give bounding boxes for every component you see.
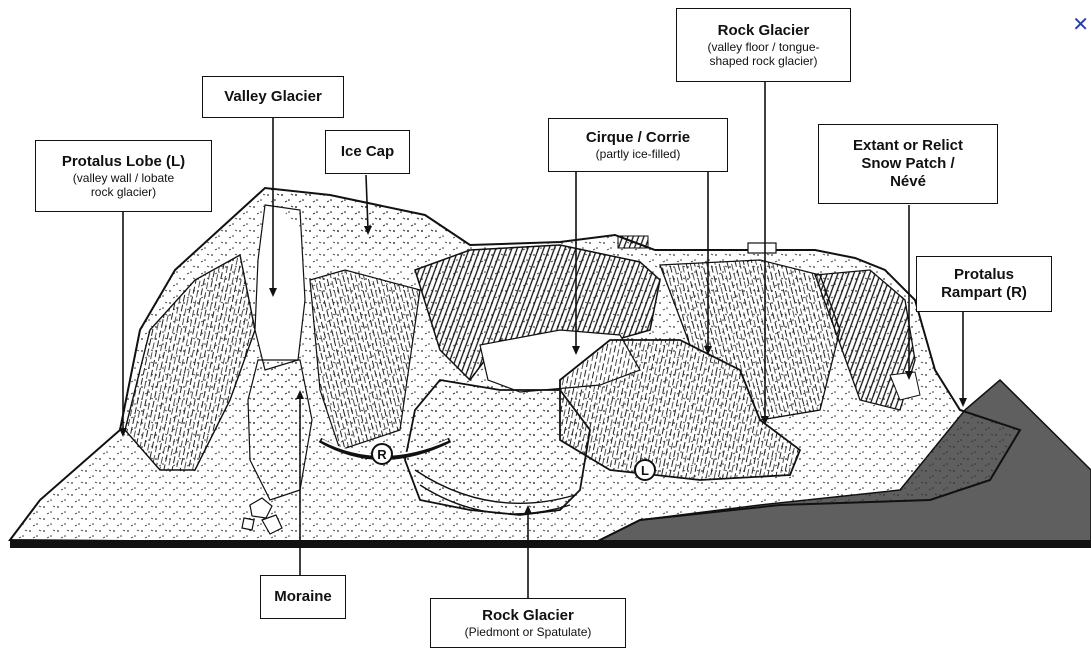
- snow-patch-line1: Extant or Relict: [853, 137, 963, 155]
- protalus-lobe-label: Protalus Lobe (L) (valley wall / lobate …: [35, 140, 212, 212]
- snow-patch-label: Extant or Relict Snow Patch / Névé: [818, 124, 998, 204]
- protalus-lobe-sub1: (valley wall / lobate: [73, 171, 174, 185]
- marker-l-label: L: [641, 463, 649, 478]
- snow-patch-line2: Snow Patch /: [861, 155, 954, 173]
- protalus-rampart-line1: Protalus: [954, 266, 1014, 284]
- rock-glacier-top-sub1: (valley floor / tongue-: [707, 40, 819, 54]
- rock-glacier-bottom-label: Rock Glacier (Piedmont or Spatulate): [430, 598, 626, 648]
- marker-r: R: [372, 444, 392, 464]
- protalus-lobe-sub2: rock glacier): [91, 185, 156, 199]
- marker-l: L: [635, 460, 655, 480]
- rock-glacier-bottom-sub1: (Piedmont or Spatulate): [465, 625, 592, 639]
- ground-line: [10, 540, 1091, 548]
- summit-hut: [748, 243, 776, 253]
- rock-glacier-top-sub2: shaped rock glacier): [709, 54, 817, 68]
- rock-glacier-bottom-title: Rock Glacier: [482, 607, 574, 625]
- snow-patch-line3: Névé: [890, 173, 926, 191]
- rock-glacier-top-label: Rock Glacier (valley floor / tongue- sha…: [676, 8, 851, 82]
- valley-glacier-title: Valley Glacier: [224, 88, 322, 106]
- moraine-title: Moraine: [274, 588, 332, 606]
- protalus-rampart-line2: Rampart (R): [941, 284, 1027, 302]
- moraine-label: Moraine: [260, 575, 346, 619]
- marker-r-label: R: [377, 447, 387, 462]
- cirque-label: Cirque / Corrie (partly ice-filled): [548, 118, 728, 172]
- protalus-rampart-label: Protalus Rampart (R): [916, 256, 1052, 312]
- ice-cap-title: Ice Cap: [341, 143, 394, 161]
- protalus-lobe-title: Protalus Lobe (L): [62, 153, 185, 171]
- valley-glacier-ice: [255, 205, 305, 370]
- rock-glacier-top-title: Rock Glacier: [718, 22, 810, 40]
- cirque-sub1: (partly ice-filled): [596, 147, 681, 161]
- ice-cap-label: Ice Cap: [325, 130, 410, 174]
- rock-outcrop: [618, 236, 648, 248]
- valley-glacier-label: Valley Glacier: [202, 76, 344, 118]
- close-icon[interactable]: ✕: [1072, 14, 1089, 34]
- cirque-title: Cirque / Corrie: [586, 129, 690, 147]
